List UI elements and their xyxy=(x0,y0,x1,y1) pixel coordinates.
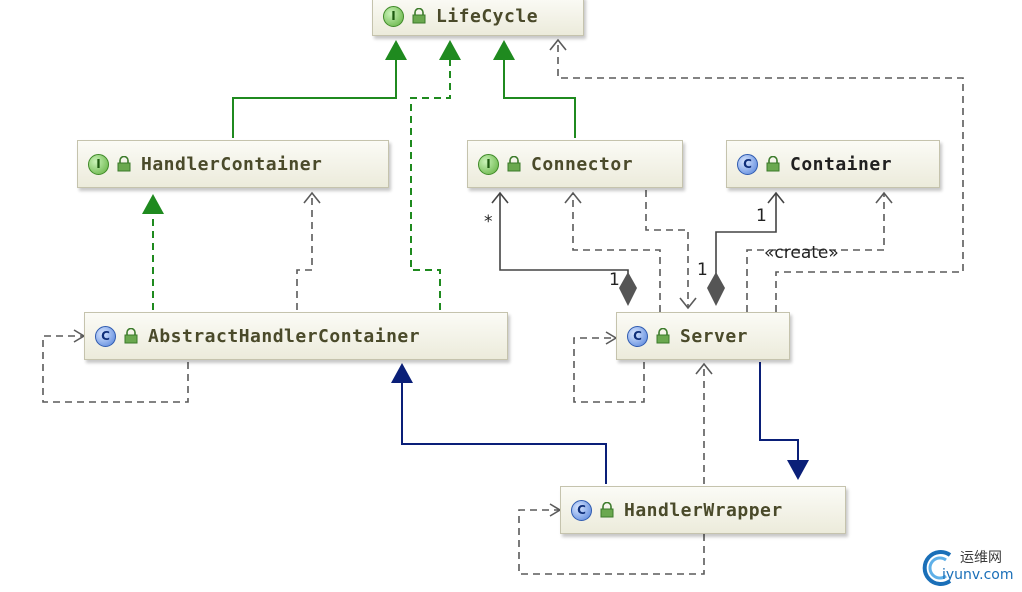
class-node-handlercontainer[interactable]: I HandlerContainer xyxy=(77,140,389,188)
runnable-class-badge-icon: C xyxy=(627,325,648,347)
create-stereotype-label: «create» xyxy=(764,243,839,263)
public-lock-icon xyxy=(117,156,131,172)
edge-server-to-handlerwrapper xyxy=(759,362,799,462)
watermark-en-text: iyunv.com xyxy=(942,567,1014,583)
dep-server-to-connector xyxy=(572,193,661,312)
open-arrow xyxy=(491,191,509,204)
composition-diamond xyxy=(707,272,725,306)
open-arrow xyxy=(875,191,893,204)
dep-server-create-container xyxy=(746,193,885,312)
open-arrow xyxy=(564,191,582,204)
public-lock-icon xyxy=(656,328,670,344)
open-arrow xyxy=(679,297,697,310)
open-arrow xyxy=(767,191,785,204)
public-lock-icon xyxy=(412,8,426,24)
multiplicity-server-container: 1 xyxy=(697,260,708,280)
class-node-server[interactable]: C Server xyxy=(616,312,790,360)
arrowhead-blue xyxy=(787,460,809,480)
assoc-server-container xyxy=(715,193,777,287)
site-watermark: 运维网 iyunv.com xyxy=(920,545,1020,589)
class-name: Container xyxy=(790,153,893,175)
dep-connector-to-server xyxy=(645,190,689,308)
arrowhead-green xyxy=(493,40,515,60)
watermark-cn-text: 运维网 xyxy=(960,550,1002,566)
public-lock-icon xyxy=(124,328,138,344)
dep-abstracthandlercontainer-to-handlercontainer xyxy=(296,193,313,310)
open-arrow xyxy=(549,38,567,51)
open-arrow xyxy=(73,329,86,343)
public-lock-icon xyxy=(507,156,521,172)
composition-diamond xyxy=(619,272,637,306)
class-name: Server xyxy=(680,325,749,347)
class-name: HandlerWrapper xyxy=(624,499,783,521)
open-arrow xyxy=(695,362,713,375)
interface-badge-icon: I xyxy=(383,5,404,27)
class-node-handlerwrapper[interactable]: C HandlerWrapper xyxy=(560,486,846,534)
class-node-connector[interactable]: I Connector xyxy=(467,140,683,188)
public-lock-icon xyxy=(766,156,780,172)
dep-server-to-lifecycle xyxy=(557,40,964,312)
open-arrow xyxy=(303,191,321,204)
class-node-container[interactable]: C Container xyxy=(726,140,940,188)
edge-handlercontainer-extends-lifecycle xyxy=(232,58,397,138)
abstract-class-badge-icon: C xyxy=(95,325,116,347)
class-node-lifecycle[interactable]: I LifeCycle xyxy=(372,0,584,36)
multiplicity-server-connectors: 1 xyxy=(609,270,620,290)
interface-badge-icon: I xyxy=(88,153,109,175)
class-name: Connector xyxy=(531,153,634,175)
arrowhead-green xyxy=(142,194,164,214)
edge-connector-extends-lifecycle xyxy=(503,58,576,138)
dep-handlerwrapper-self xyxy=(518,509,705,575)
multiplicity-connectors: * xyxy=(484,212,493,232)
watermark-logo-icon xyxy=(922,550,952,586)
edge-handlerwrapper-extends-abstracthandlercontainer xyxy=(401,382,607,484)
class-badge-icon: C xyxy=(571,499,592,521)
class-badge-icon: C xyxy=(737,153,758,175)
class-node-abstracthandlercontainer[interactable]: C AbstractHandlerContainer xyxy=(84,312,508,360)
dep-server-self xyxy=(573,337,645,403)
class-name: HandlerContainer xyxy=(141,153,323,175)
arrowhead-blue xyxy=(391,363,413,383)
public-lock-icon xyxy=(600,502,614,518)
multiplicity-container: 1 xyxy=(756,206,767,226)
arrowhead-green xyxy=(385,40,407,60)
interface-badge-icon: I xyxy=(478,153,499,175)
arrowhead-green xyxy=(439,40,461,60)
class-name: AbstractHandlerContainer xyxy=(148,325,421,347)
class-name: LifeCycle xyxy=(436,5,539,27)
dep-abstracthandlercontainer-self xyxy=(42,335,189,403)
edge-abstracthandlercontainer-implements-lifecycle xyxy=(410,58,451,310)
